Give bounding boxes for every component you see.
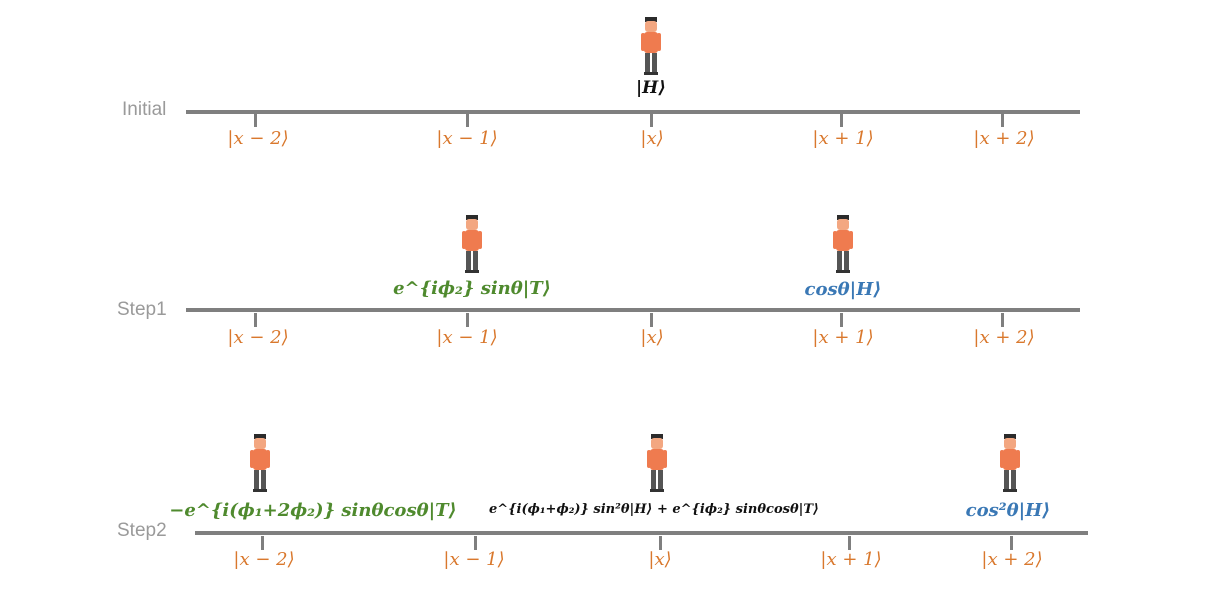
amplitude-label: e^{iϕ₂} sinθ|T⟩ <box>393 278 551 299</box>
ket-x-plus-2: |x + 2⟩ <box>981 549 1043 570</box>
ket-x: |x⟩ <box>640 327 664 348</box>
walker-icon <box>647 434 667 492</box>
tick <box>261 536 264 550</box>
ket-x-minus-2: |x − 2⟩ <box>227 128 289 149</box>
walker-icon <box>462 215 482 273</box>
amplitude-label: −e^{i(ϕ₁+2ϕ₂)} sinθcosθ|T⟩ <box>169 500 457 521</box>
tick <box>466 113 469 127</box>
tick <box>1001 113 1004 127</box>
position-line <box>195 531 1088 535</box>
ket-x-minus-1: |x − 1⟩ <box>443 549 505 570</box>
walker-icon <box>641 17 661 75</box>
ket-x-plus-1: |x + 1⟩ <box>812 128 874 149</box>
tick <box>840 313 843 327</box>
tick <box>254 113 257 127</box>
row-label-initial: Initial <box>122 99 167 120</box>
tick <box>840 113 843 127</box>
amplitude-label: e^{i(ϕ₁+ϕ₂)} sin²θ|H⟩ + e^{iϕ₂} sinθcosθ… <box>489 502 819 517</box>
tick <box>254 313 257 327</box>
amplitude-label: |H⟩ <box>635 78 667 98</box>
ket-x-minus-1: |x − 1⟩ <box>436 128 498 149</box>
ket-x: |x⟩ <box>648 549 672 570</box>
ket-x-plus-1: |x + 1⟩ <box>812 327 874 348</box>
ket-x: |x⟩ <box>640 128 664 149</box>
ket-x-plus-1: |x + 1⟩ <box>820 549 882 570</box>
ket-x-minus-2: |x − 2⟩ <box>233 549 295 570</box>
walker-icon <box>1000 434 1020 492</box>
tick <box>1010 536 1013 550</box>
tick <box>659 536 662 550</box>
row-label-step1: Step1 <box>117 299 167 320</box>
tick <box>650 113 653 127</box>
tick <box>466 313 469 327</box>
ket-x-plus-2: |x + 2⟩ <box>973 327 1035 348</box>
row-label-step2: Step2 <box>117 520 167 541</box>
position-line <box>186 308 1080 312</box>
ket-x-minus-1: |x − 1⟩ <box>436 327 498 348</box>
ket-x-minus-2: |x − 2⟩ <box>227 327 289 348</box>
walker-icon <box>833 215 853 273</box>
tick <box>848 536 851 550</box>
amplitude-label: cos²θ|H⟩ <box>965 500 1051 521</box>
amplitude-label: cosθ|H⟩ <box>804 279 882 300</box>
tick <box>1001 313 1004 327</box>
position-line <box>186 110 1080 114</box>
walker-icon <box>250 434 270 492</box>
tick <box>474 536 477 550</box>
ket-x-plus-2: |x + 2⟩ <box>973 128 1035 149</box>
tick <box>650 313 653 327</box>
